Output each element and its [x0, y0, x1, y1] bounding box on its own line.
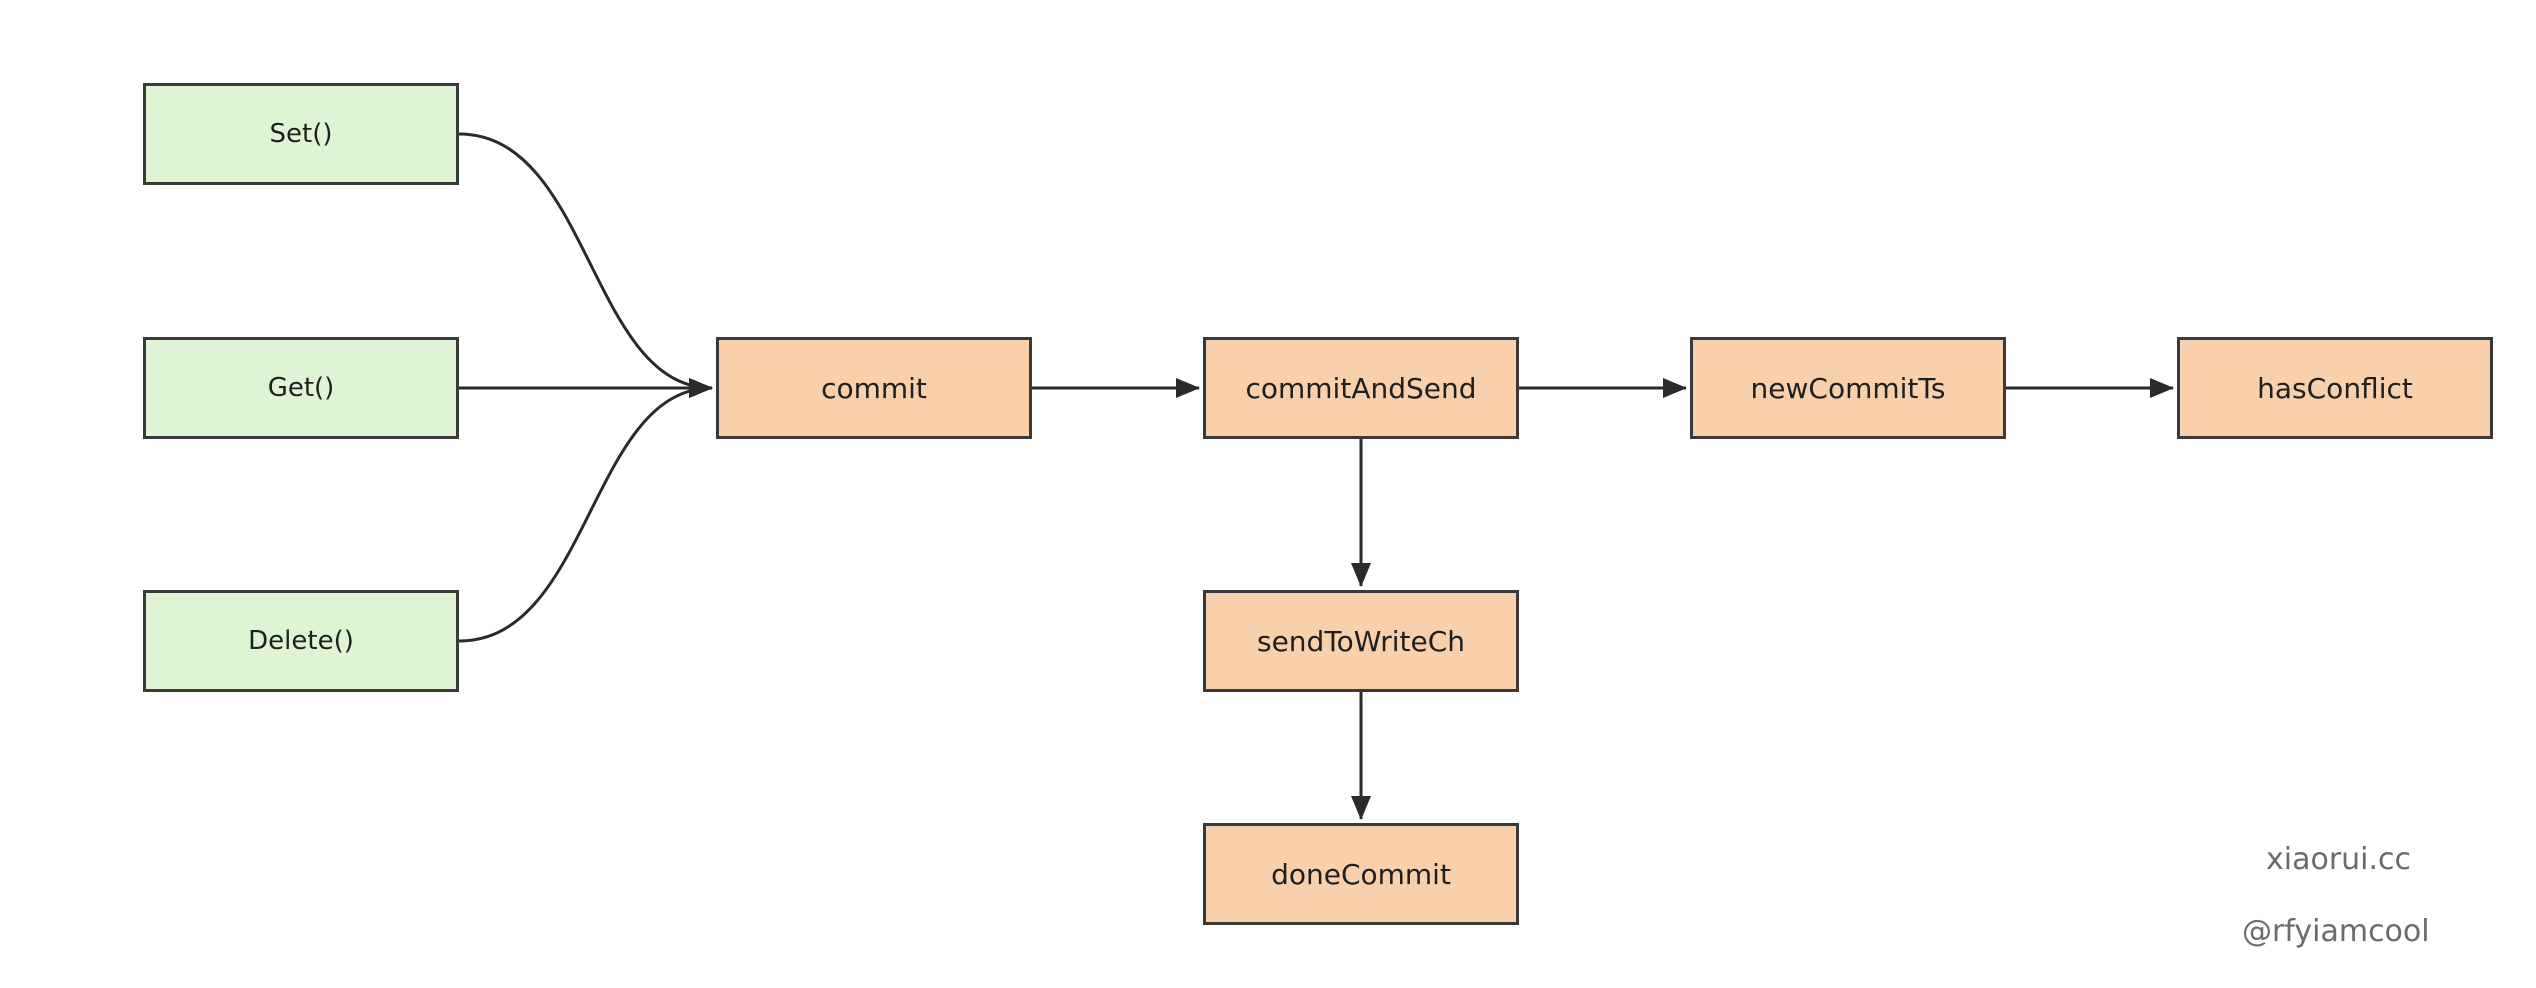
node-get: Get() — [143, 337, 459, 439]
watermark-handle: @rfyiamcool — [2242, 914, 2430, 949]
node-send-to-write-ch: sendToWriteCh — [1203, 590, 1519, 692]
node-send-to-write-ch-label: sendToWriteCh — [1256, 624, 1466, 658]
node-has-conflict-label: hasConflict — [2257, 371, 2413, 405]
node-commit: commit — [716, 337, 1032, 439]
node-delete-label: Delete() — [248, 626, 354, 656]
node-done-commit: doneCommit — [1203, 823, 1519, 925]
watermark-site: xiaorui.cc — [2266, 842, 2412, 877]
node-new-commit-ts: newCommitTs — [1690, 337, 2006, 439]
node-done-commit-label: doneCommit — [1271, 857, 1451, 891]
node-commit-and-send: commitAndSend — [1203, 337, 1519, 439]
node-has-conflict: hasConflict — [2177, 337, 2493, 439]
node-delete: Delete() — [143, 590, 459, 692]
edge-delete-to-commit — [458, 378, 713, 643]
node-commit-label: commit — [821, 371, 927, 405]
node-set-label: Set() — [269, 119, 333, 149]
edge-set-to-commit — [458, 132, 713, 398]
node-commit-and-send-label: commitAndSend — [1245, 371, 1477, 405]
node-set: Set() — [143, 83, 459, 185]
node-new-commit-ts-label: newCommitTs — [1750, 371, 1946, 405]
node-get-label: Get() — [267, 373, 335, 403]
